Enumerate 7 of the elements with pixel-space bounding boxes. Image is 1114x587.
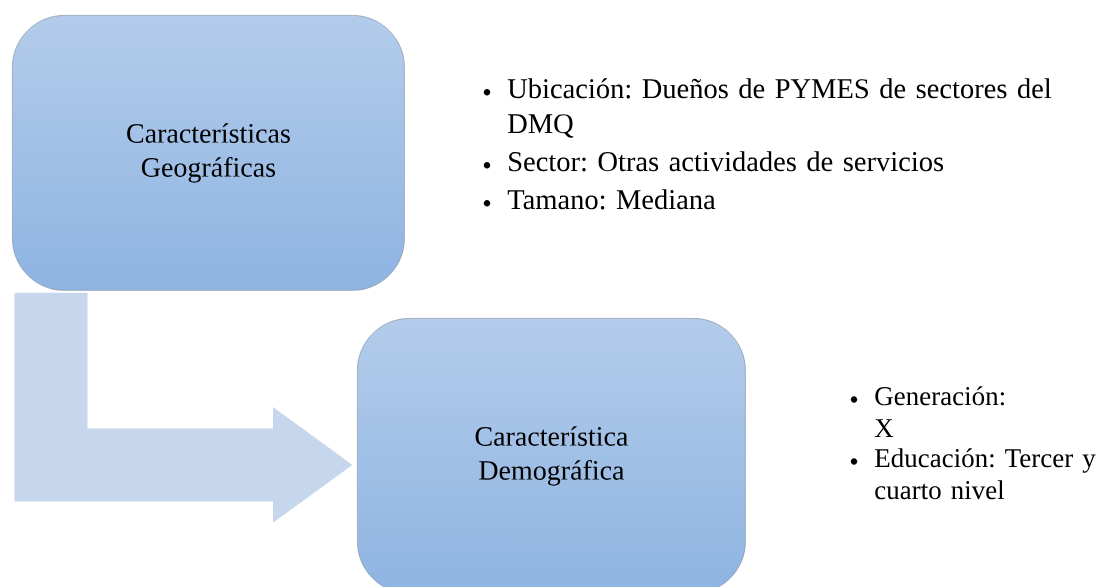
process-box: Característica Demográfica: [357, 318, 746, 587]
bullet-item: Generación: X: [874, 386, 1004, 437]
bullet-item: Tamano: Mediana: [507, 189, 716, 210]
process-box: Características Geográficas: [12, 15, 405, 291]
bullet-item: Educación: Tercer y cuarto nivel: [875, 448, 1096, 500]
bullet-item: Sector: Otras actividades de servicios: [509, 151, 944, 172]
bullet-item: Ubicación: Dueños de PYMES de sectores del DMQ: [507, 78, 1052, 138]
